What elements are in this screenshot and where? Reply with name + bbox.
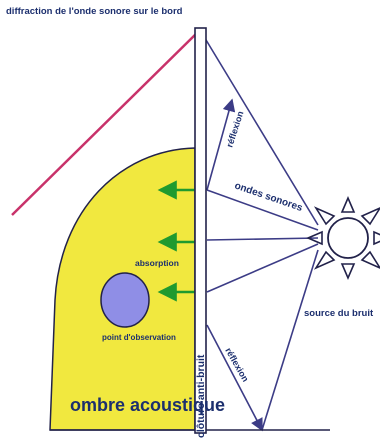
noise-source-icon — [308, 198, 380, 278]
absorption-label: absorption — [135, 258, 179, 268]
sound-ray-3 — [207, 244, 318, 292]
noise-barrier-label: clôture anti-bruit — [195, 354, 207, 438]
observation-point-circle — [101, 273, 149, 327]
observation-point-label: point d'observation — [102, 333, 176, 342]
diagram-title: diffraction de l'onde sonore sur le bord — [6, 6, 183, 17]
sound-ray-2 — [207, 238, 318, 240]
noise-source-label: source du bruit — [304, 308, 374, 319]
ray-to-barrier-bottom — [262, 250, 318, 430]
